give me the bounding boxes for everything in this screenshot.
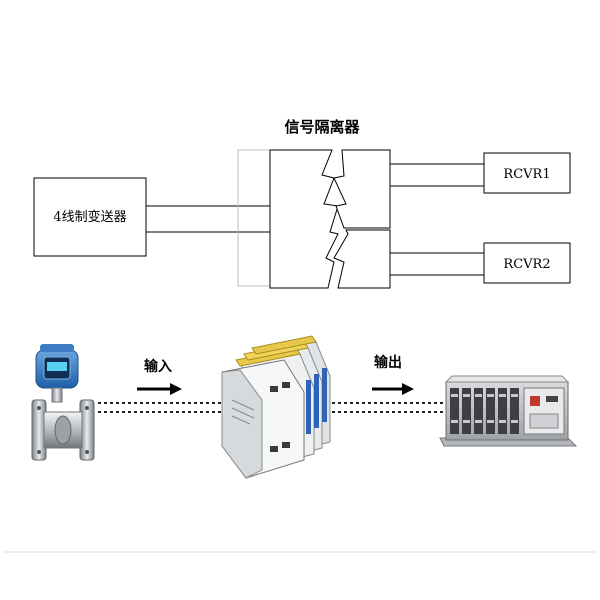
output-label: 输出 — [374, 354, 402, 371]
transmitter-block: 4线制变送器 — [33, 177, 147, 257]
turbine-flowmeter-icon — [31, 344, 95, 461]
signal-lines-input — [98, 402, 222, 413]
receiver-label-1: RCVR1 — [503, 167, 550, 182]
input-arrow-icon — [137, 383, 182, 395]
block-diagram: 信号隔离器 4线制变送器 — [33, 118, 571, 289]
din-rail-signal-isolator-icon — [221, 335, 331, 479]
receiver-block-1: RCVR1 — [483, 152, 571, 194]
isolator-title: 信号隔离器 — [284, 118, 360, 136]
rcvr1-connection-lines — [390, 163, 484, 187]
transmitter-label: 4线制变送器 — [53, 209, 126, 225]
receiver-label-2: RCVR2 — [503, 257, 550, 272]
receiver-block-2: RCVR2 — [483, 242, 571, 284]
plc-rack-icon — [439, 375, 578, 447]
isolator-outer-frame — [237, 149, 271, 287]
rcvr2-connection-lines — [390, 252, 484, 276]
output-arrow-icon — [372, 383, 414, 395]
isolator-block — [269, 149, 391, 289]
input-label: 输入 — [144, 358, 172, 375]
signal-lines-output — [332, 402, 446, 413]
device-illustration: 输入 输出 — [31, 335, 578, 479]
transmitter-connection-lines — [146, 205, 270, 233]
